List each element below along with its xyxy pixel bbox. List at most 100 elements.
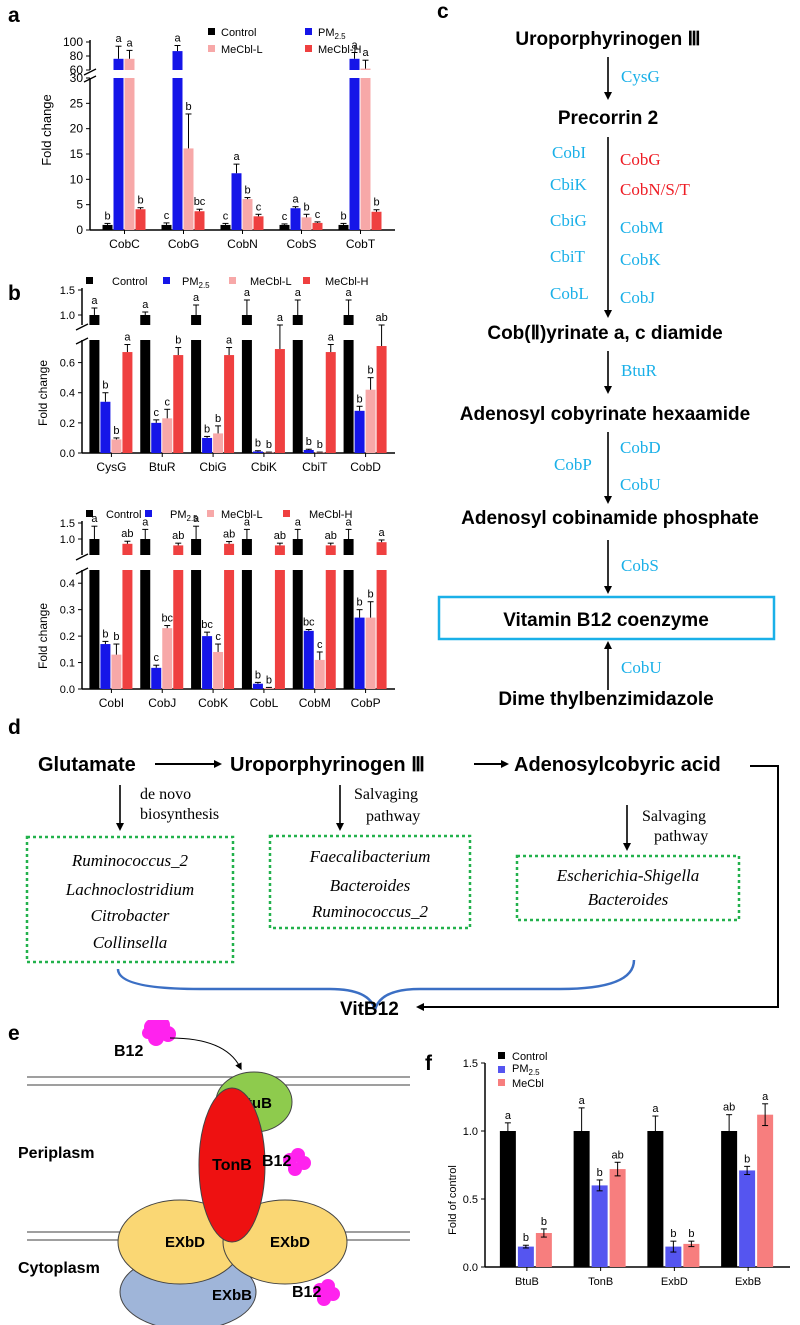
sig-letter: a [142, 516, 149, 528]
legend-swatch-control [86, 510, 93, 517]
x-tick-label-cobg: CobG [168, 237, 199, 251]
sig-letter: b [744, 1153, 750, 1165]
sig-letter: a [292, 194, 299, 206]
legend-label-pm25: PM2.5 [512, 1063, 540, 1077]
sig-letter: bc [194, 196, 206, 208]
taxa2-2: Ruminococcus_2 [311, 902, 429, 921]
enzyme-cbig: CbiG [550, 211, 587, 230]
y-tick-label: 0.1 [60, 658, 75, 670]
legend-label-mecbl-h: MeCbl-H [325, 276, 368, 288]
axis-break-mark [75, 567, 89, 575]
y-tick-label: 0.0 [463, 1262, 478, 1274]
x-tick-label-cobn: CobN [227, 237, 258, 251]
sig-letter: b [113, 425, 119, 437]
bar-mecbl-l-cobs [301, 217, 312, 230]
sig-letter: ab [274, 530, 286, 542]
bar-control-exbb [721, 1131, 738, 1267]
bar-mecbl-exbb [757, 1114, 774, 1267]
legend-swatch-control [498, 1052, 505, 1059]
legend-label-control: Control [106, 509, 141, 521]
sig-letter: a [124, 332, 131, 344]
panel-label-f: f [425, 1052, 432, 1075]
panel-d: Glutamate Uroporphyrinogen Ⅲ Adenosylcob… [25, 754, 779, 1020]
bar-mecbl-l-cysg [111, 439, 122, 453]
b12-top-molecule [142, 1020, 176, 1046]
sig-letter: ab [325, 530, 337, 542]
bar-mecbl-h-cobm [325, 545, 336, 555]
sig-letter: a [226, 335, 233, 347]
sig-letter: b [266, 439, 272, 451]
bar-pm2-5-cobm [303, 630, 314, 689]
bar-mecbl-h-cobi-lower [122, 570, 133, 689]
legend-swatch-pm25 [163, 277, 170, 284]
sig-letter: c [223, 210, 229, 222]
chart-a-legend: Control MeCbl-L PM2.5 MeCbl-H [208, 27, 361, 56]
bar-control-cobg [161, 224, 172, 230]
phosphate-label: Adenosyl cobinamide phosphate [461, 508, 759, 529]
bar-mecbl-l-cobg [183, 148, 194, 230]
chart-b2: Fold change Control PM2.5 MeCbl-L MeCbl-… [36, 509, 395, 710]
legend-swatch-mecbl-h [283, 510, 290, 517]
bar-control-cobl [241, 539, 252, 555]
sig-letter: c [154, 652, 160, 664]
bar-mecbl-l-btur [162, 418, 173, 453]
sig-letter: c [164, 210, 170, 222]
hexaamide-label: Adenosyl cobyrinate hexaamide [460, 404, 750, 425]
b12-bot-label: B12 [292, 1284, 321, 1301]
bar-mecbl-l-cbik [263, 452, 274, 453]
sig-letter: a [115, 33, 122, 45]
legend-label-mecbl-l: MeCbl-L [221, 509, 263, 521]
chart-a: Fold change Control MeCbl-L PM2.5 MeCbl-… [39, 27, 395, 251]
sig-letter: b [597, 1167, 603, 1179]
taxa-box-1 [25, 835, 235, 964]
y-tick-label: 0.4 [60, 388, 75, 400]
bar-mecbl-l-cobk [213, 651, 224, 689]
bar-mecbl-h-cobi [122, 543, 133, 555]
sig-letter: a [126, 37, 133, 49]
exbb-label: EXbB [212, 1287, 252, 1304]
sig-letter: b [175, 335, 181, 347]
x-tick-label-cobt: CobT [346, 237, 376, 251]
bar-pm2-5-cobs [290, 208, 301, 230]
bar-control-cobd-lower [343, 340, 354, 453]
sig-letter: a [379, 527, 386, 539]
sig-letter: a [244, 287, 251, 299]
panel-label-c: c [437, 0, 449, 23]
tonb-protein [198, 1087, 266, 1243]
enzyme-cbik: CbiK [550, 175, 588, 194]
y-tick-label: 1.5 [60, 518, 75, 530]
sig-letter: b [137, 195, 143, 207]
sig-letter: b [244, 185, 250, 197]
chart-b1-ylabel: Fold change [36, 360, 50, 426]
sig-letter: b [104, 210, 110, 222]
sig-letter: bc [161, 613, 173, 625]
bar-pm2-5-cobn [231, 173, 242, 230]
x-tick-label-cbig: CbiG [199, 460, 226, 474]
bar-mecbl-h-cobc [135, 209, 146, 230]
sig-letter: a [579, 1095, 586, 1107]
sig-letter: c [165, 396, 171, 408]
axis-break-mark [75, 323, 89, 331]
y-tick-label: 1.5 [463, 1058, 478, 1070]
bar-mecbl-h-cobm-lower [325, 570, 336, 689]
x-tick-label-cobi: CobI [99, 696, 124, 710]
b12-mid-label: B12 [262, 1153, 291, 1170]
bar-pm2-5-cobl [252, 683, 263, 689]
y-tick-label: 0 [76, 223, 83, 237]
bar-pm2-5-cobg-lower [172, 78, 183, 230]
b12-bot-molecule [313, 1279, 340, 1306]
sig-letter: a [142, 299, 149, 311]
y-tick-label: 20 [70, 122, 84, 136]
x-tick-label-cbik: CbiK [251, 460, 277, 474]
arrow-acid-vitb12 [416, 765, 779, 1011]
y-tick-label: 0.0 [60, 448, 75, 460]
path1-line2: biosynthesis [140, 806, 219, 823]
bar-mecbl-l-cobj [162, 628, 173, 689]
legend-swatch-pm25 [498, 1066, 505, 1073]
enzyme-cobp: CobP [554, 455, 592, 474]
bar-control-cobd [343, 315, 354, 325]
curly-brace [116, 959, 636, 1011]
sig-letter: c [315, 209, 321, 221]
sig-letter: ab [121, 528, 133, 540]
axis-break-mark [75, 553, 89, 561]
